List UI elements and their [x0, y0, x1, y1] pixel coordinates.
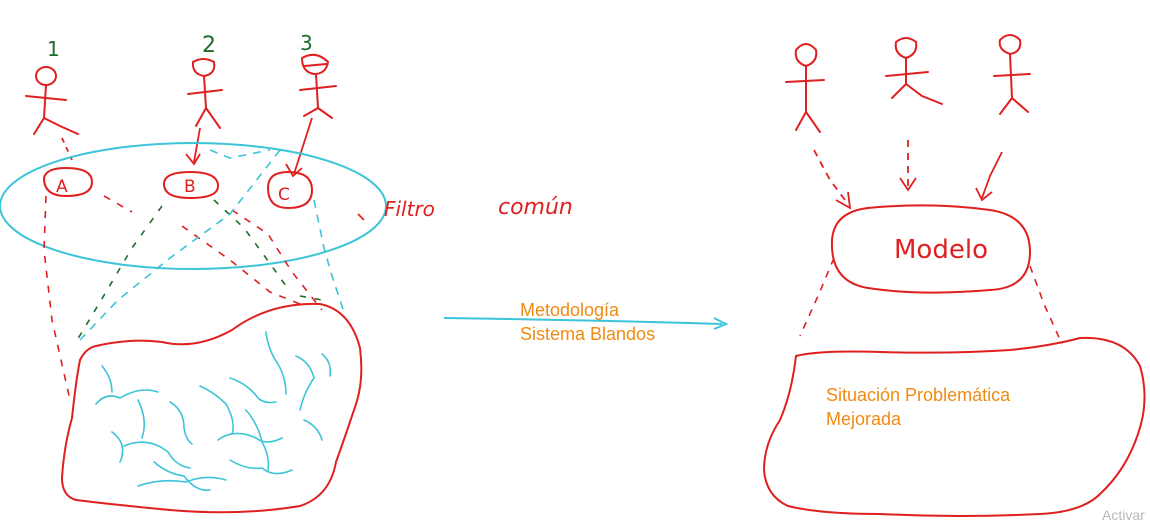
projection-lines-green	[75, 199, 323, 343]
situation-label-line2: Mejorada	[826, 409, 902, 429]
stakeholder-b-label: B	[184, 177, 196, 197]
stick-person-1-icon	[25, 66, 79, 135]
left-panel: 1 2 3	[0, 31, 573, 514]
model-box: Modelo	[830, 204, 1032, 294]
filter-pointer	[357, 213, 365, 221]
stick-person-2-icon	[187, 58, 223, 129]
methodology-arrow: Metodología Sistema Blandos	[443, 300, 729, 344]
arrow-person-3-to-c	[285, 117, 313, 178]
methodology-label-line1: Metodología	[520, 300, 620, 320]
stick-person-3-icon	[299, 53, 337, 119]
mess-squiggles	[95, 331, 332, 492]
filter-qualifier: común	[498, 195, 573, 220]
activation-watermark: Activar	[1102, 507, 1145, 523]
stakeholder-a: A	[42, 166, 94, 198]
stakeholder-a-label: A	[56, 177, 68, 197]
person-number-1: 1	[47, 37, 60, 61]
arrow-person-2-to-b	[185, 127, 201, 166]
right-panel: Modelo Situación Problemática Mejorada	[762, 34, 1146, 517]
stick-person-6-icon	[993, 34, 1031, 115]
situation-label-line1: Situación Problemática	[826, 385, 1011, 405]
common-filter-ellipse	[0, 142, 387, 270]
person-number-2: 2	[202, 33, 216, 58]
stakeholder-c: C	[266, 170, 314, 210]
problem-situation-blob	[60, 302, 363, 514]
stick-person-4-icon	[785, 43, 825, 133]
projection-lines-red	[43, 195, 323, 401]
stick-person-5-icon	[885, 37, 943, 105]
projection-lines-cyan	[79, 149, 345, 341]
arrows-to-model	[813, 140, 1003, 210]
improved-situation-blob: Situación Problemática Mejorada	[762, 336, 1146, 517]
filter-label: Filtro	[384, 197, 435, 221]
stakeholder-b: B	[162, 170, 220, 200]
methodology-label-line2: Sistema Blandos	[520, 324, 655, 344]
stakeholder-c-label: C	[278, 185, 290, 205]
model-label: Modelo	[894, 235, 988, 265]
model-projection-lines	[799, 257, 1063, 345]
person-number-3: 3	[300, 31, 313, 55]
